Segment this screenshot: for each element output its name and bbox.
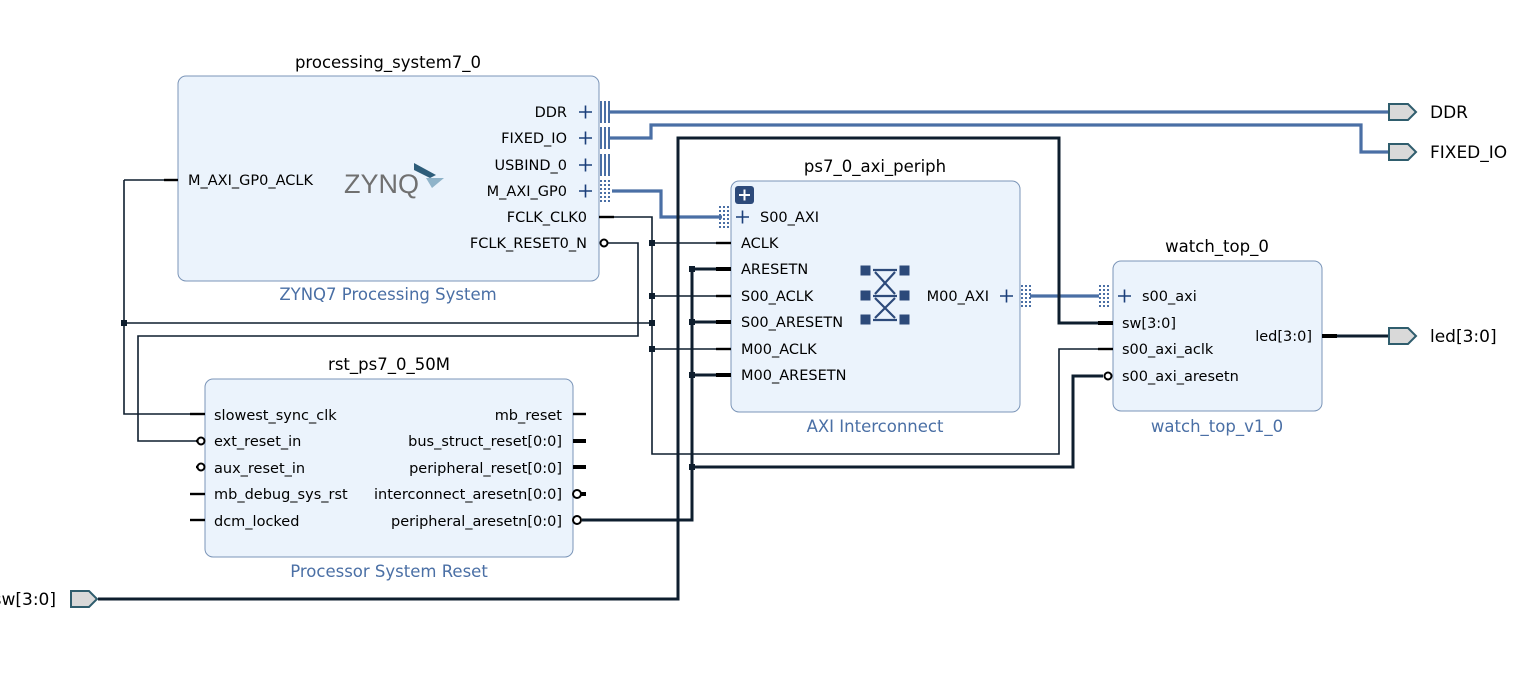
expand-plus-icon[interactable] — [735, 186, 754, 204]
pin-fclk-clk0: FCLK_CLK0 — [507, 210, 587, 226]
pin-slowest-sync-clk: slowest_sync_clk — [214, 408, 337, 424]
active-low-bubble-icon[interactable] — [196, 462, 206, 472]
bus-plus-icon[interactable] — [736, 210, 749, 224]
pin-dcm-locked: dcm_locked — [214, 514, 299, 530]
junction-dots — [121, 240, 695, 470]
input-port-icon[interactable] — [70, 590, 99, 608]
block-axi-interconnect[interactable]: ps7_0_axi_periph AXI Interconnect S00_AX… — [716, 157, 1031, 436]
pin-s00-aclk: S00_ACLK — [741, 289, 814, 305]
pin-mb-reset: mb_reset — [495, 408, 563, 424]
block-body[interactable] — [177, 75, 600, 282]
pin-s00-axi: s00_axi — [1142, 289, 1197, 305]
bus-connector-icon[interactable] — [1021, 285, 1031, 307]
pin-aclk: ACLK — [741, 236, 779, 252]
active-low-bubble-icon[interactable] — [599, 238, 609, 248]
bus-plus-icon[interactable] — [1118, 289, 1131, 303]
block-processor-system-reset[interactable]: rst_ps7_0_50M Processor System Reset slo… — [190, 355, 586, 581]
external-port-fixed-io[interactable]: FIXED_IO — [1388, 143, 1507, 163]
pin-s00-axi-aresetn: s00_axi_aresetn — [1122, 369, 1239, 385]
bus-connector-icon[interactable] — [600, 101, 610, 202]
crossbar-icon — [860, 265, 910, 325]
active-low-bubble-icon[interactable] — [572, 515, 582, 525]
block-subtitle: ZYNQ7 Processing System — [279, 285, 496, 304]
net-m-axi-gp0[interactable] — [612, 189, 722, 219]
pin-led: led[3:0] — [1255, 329, 1312, 345]
pin-s00-axi-aclk: s00_axi_aclk — [1122, 342, 1214, 358]
pin-usbind-0: USBIND_0 — [494, 158, 567, 174]
bus-plus-icon[interactable] — [1000, 289, 1013, 303]
pin-m00-aresetn: M00_ARESETN — [741, 368, 846, 384]
pin-fixed-io: FIXED_IO — [501, 131, 567, 147]
pin-aresetn: ARESETN — [741, 262, 808, 278]
port-label: sw[3:0] — [0, 590, 56, 610]
port-label: FIXED_IO — [1430, 143, 1507, 163]
block-processing-system7[interactable]: processing_system7_0 ZYNQ7 Processing Sy… — [164, 53, 614, 304]
block-subtitle: watch_top_v1_0 — [1151, 417, 1283, 437]
net-fclk-reset[interactable] — [137, 242, 639, 442]
external-port-led[interactable]: led[3:0] — [1388, 327, 1497, 347]
pin-s00-aresetn: S00_ARESETN — [741, 315, 843, 331]
block-title: rst_ps7_0_50M — [328, 355, 450, 375]
active-low-bubble-icon[interactable] — [572, 489, 582, 499]
svg-text:ZYNQ: ZYNQ — [344, 169, 419, 199]
net-sw[interactable] — [98, 136, 1100, 601]
pin-mb-debug-sys-rst: mb_debug_sys_rst — [214, 487, 348, 503]
nets — [98, 110, 1388, 601]
pin-ddr: DDR — [535, 105, 567, 121]
pin-peripheral-reset: peripheral_reset[0:0] — [409, 461, 562, 477]
block-subtitle: Processor System Reset — [290, 562, 488, 581]
external-port-ddr[interactable]: DDR — [1388, 103, 1468, 123]
block-subtitle: AXI Interconnect — [807, 417, 944, 436]
pin-m-axi-gp0: M_AXI_GP0 — [487, 184, 567, 200]
block-title: watch_top_0 — [1165, 237, 1269, 257]
pin-fclk-reset0-n: FCLK_RESET0_N — [470, 236, 587, 252]
pin-aux-reset-in: aux_reset_in — [214, 461, 305, 477]
pin-sw: sw[3:0] — [1122, 316, 1176, 332]
block-title: processing_system7_0 — [295, 53, 481, 73]
external-port-sw[interactable]: sw[3:0] — [0, 590, 99, 610]
active-low-bubble-icon[interactable] — [196, 436, 206, 446]
output-port-icon[interactable] — [1388, 143, 1418, 161]
port-label: led[3:0] — [1430, 327, 1497, 347]
bus-plus-icon[interactable] — [579, 105, 592, 198]
net-fixed-io[interactable] — [610, 123, 1388, 154]
active-low-bubble-icon[interactable] — [1103, 371, 1113, 381]
pin-s00-axi: S00_AXI — [760, 210, 819, 226]
output-port-icon[interactable] — [1388, 103, 1418, 121]
pin-peripheral-aresetn: peripheral_aresetn[0:0] — [391, 514, 562, 530]
port-label: DDR — [1430, 103, 1468, 123]
net-peripheral-aresetn[interactable] — [582, 267, 1103, 522]
pin-interconnect-aresetn: interconnect_aresetn[0:0] — [374, 487, 562, 503]
pin-ext-reset-in: ext_reset_in — [214, 434, 301, 450]
bus-connector-icon[interactable] — [1099, 285, 1109, 307]
zynq-logo-icon: ZYNQ — [344, 163, 444, 199]
pin-m00-axi: M00_AXI — [927, 289, 989, 305]
block-watch-top[interactable]: watch_top_0 watch_top_v1_0 s00_axi sw[3:… — [1098, 237, 1337, 437]
block-title: ps7_0_axi_periph — [804, 157, 946, 177]
pin-m00-aclk: M00_ACLK — [741, 342, 817, 358]
net-fclk-clk0[interactable] — [123, 179, 1100, 455]
pin-m-axi-gp0-aclk: M_AXI_GP0_ACLK — [188, 173, 313, 189]
pin-bus-struct-reset: bus_struct_reset[0:0] — [408, 434, 562, 450]
output-port-icon[interactable] — [1388, 327, 1418, 345]
